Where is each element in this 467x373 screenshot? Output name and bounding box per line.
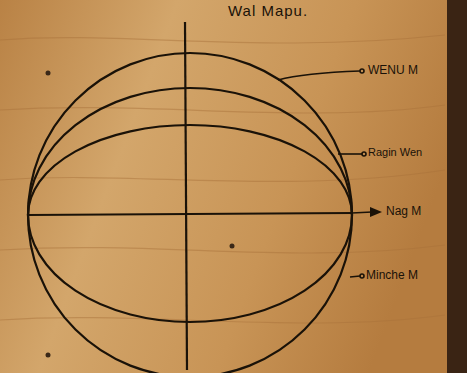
- region-label: Nag M: [386, 204, 421, 218]
- board-edge: [447, 0, 467, 373]
- wood-grain: [0, 35, 445, 323]
- region-label: Minche M: [366, 268, 418, 282]
- leader-line: [278, 69, 372, 278]
- arrow-head: [370, 207, 382, 217]
- diagram-title: Wal Mapu.: [228, 2, 308, 19]
- region-label: WENU M: [368, 63, 418, 77]
- region-label: Ragin Wen: [368, 146, 422, 158]
